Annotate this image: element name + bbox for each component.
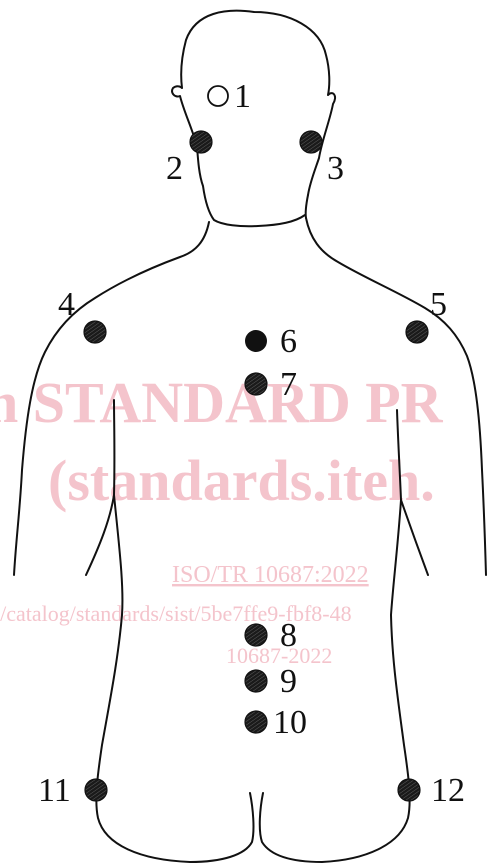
point-12-marker bbox=[398, 779, 420, 801]
point-4-marker bbox=[84, 321, 106, 343]
watermark-line-2: (standards.iteh. bbox=[48, 448, 435, 513]
watermark: n STANDARD PR (standards.iteh. ISO/TR 10… bbox=[0, 370, 444, 668]
point-9-marker bbox=[245, 670, 267, 692]
point-3: 3 bbox=[300, 131, 344, 187]
point-10: 10 bbox=[245, 704, 307, 741]
point-5: 5 bbox=[406, 286, 447, 343]
watermark-line-1: n STANDARD PR bbox=[0, 370, 444, 435]
body-outline bbox=[14, 11, 486, 862]
point-6-marker bbox=[245, 330, 267, 352]
point-7-label: 7 bbox=[280, 366, 297, 403]
point-10-marker bbox=[245, 711, 267, 733]
neck-left-outline bbox=[197, 146, 305, 226]
point-1: 1 bbox=[208, 78, 251, 115]
head-outline bbox=[172, 11, 335, 195]
point-1-label: 1 bbox=[234, 78, 251, 115]
measurement-points: 1 2 3 4 5 6 7 8 bbox=[38, 78, 465, 809]
point-9-label: 9 bbox=[280, 663, 297, 700]
point-8-label: 8 bbox=[280, 617, 297, 654]
point-4-label: 4 bbox=[58, 286, 75, 323]
point-3-marker bbox=[300, 131, 322, 153]
point-7-marker bbox=[245, 373, 267, 395]
point-11-marker bbox=[85, 779, 107, 801]
point-6-label: 6 bbox=[280, 323, 297, 360]
point-11-label: 11 bbox=[38, 772, 71, 809]
point-3-label: 3 bbox=[327, 150, 344, 187]
watermark-line-3: ISO/TR 10687:2022 bbox=[172, 562, 369, 588]
point-6: 6 bbox=[245, 323, 297, 360]
point-5-label: 5 bbox=[430, 286, 447, 323]
point-5-marker bbox=[406, 321, 428, 343]
watermark-line-4: i/catalog/standards/sist/5be7ffe9-fbf8-4… bbox=[0, 601, 352, 626]
point-8-marker bbox=[245, 624, 267, 646]
point-9: 9 bbox=[245, 663, 297, 700]
neck-right-outline bbox=[306, 195, 308, 218]
torso-left-outline bbox=[96, 495, 253, 862]
point-2-marker bbox=[190, 131, 212, 153]
point-2: 2 bbox=[166, 131, 212, 187]
point-2-label: 2 bbox=[166, 150, 183, 187]
point-1-marker bbox=[208, 86, 228, 106]
point-10-label: 10 bbox=[273, 704, 307, 741]
point-12-label: 12 bbox=[431, 772, 465, 809]
